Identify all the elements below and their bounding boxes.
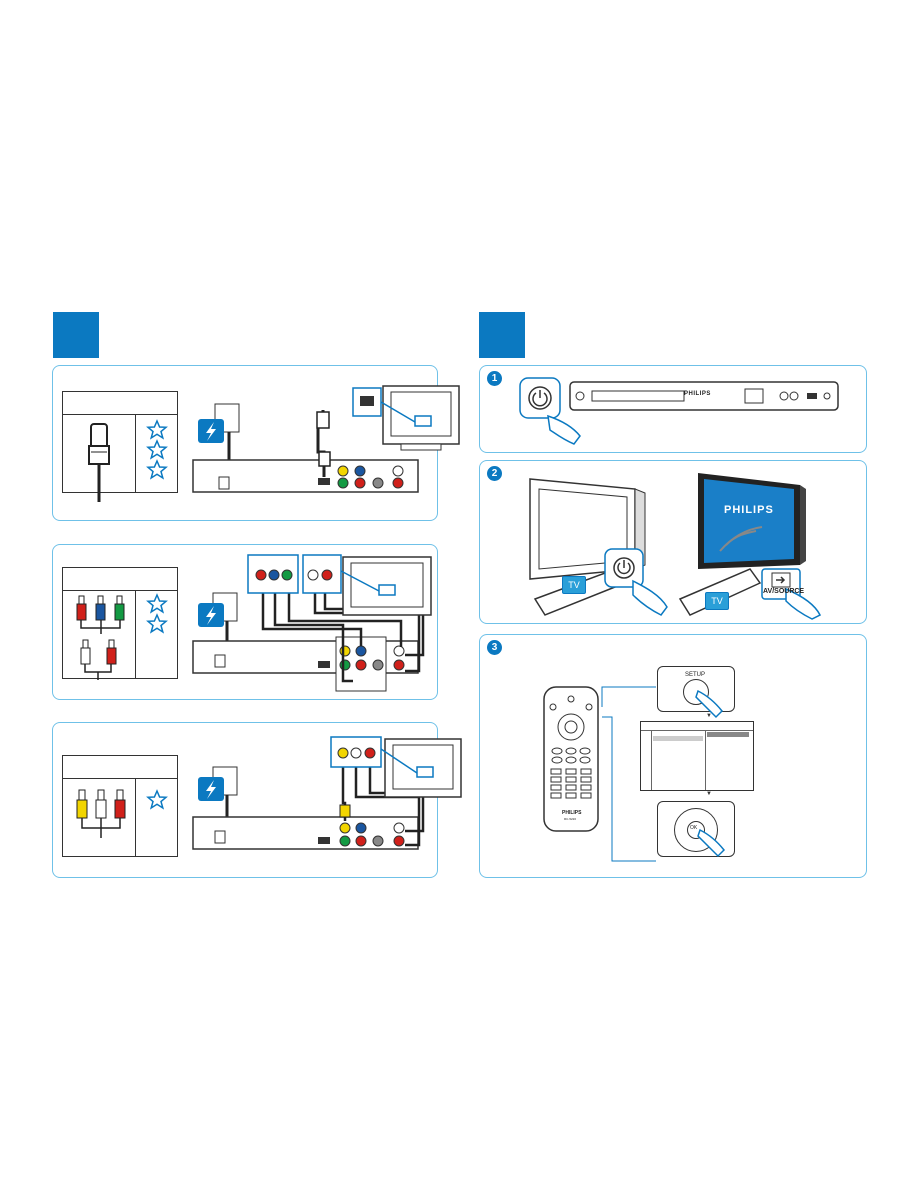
tv-button-badge: TV	[705, 592, 729, 610]
down-arrow-icon: ▼	[706, 791, 712, 797]
component-connection-diagram	[192, 554, 432, 692]
remote-control	[543, 686, 599, 832]
cable-option-composite	[62, 755, 178, 857]
power-press-illustration	[519, 377, 581, 445]
connection-panel-component	[52, 544, 438, 700]
dvd-player-front	[569, 381, 839, 411]
setup-step-3-panel: 3 PHILIPS RC-5220 SETUP ▼	[479, 634, 867, 878]
cable-option-header	[63, 568, 177, 591]
down-arrow-icon: ▼	[706, 713, 712, 719]
cable-option-header	[63, 392, 177, 415]
star-rating	[146, 593, 168, 634]
submenu-item-highlight	[707, 732, 749, 737]
cable-option-header	[63, 756, 177, 779]
ok-button-label: OK	[690, 825, 698, 831]
remote-brand-logo: PHILIPS	[562, 810, 582, 816]
setup-button-label: SETUP	[685, 672, 706, 678]
connection-panel-composite	[52, 722, 462, 878]
connector-lines	[601, 686, 656, 862]
tv-button-badge: TV	[562, 576, 586, 594]
menu-item-highlight	[653, 736, 703, 741]
setup-step-1-panel: 1 PHILIPS	[479, 365, 867, 453]
av-source-button-label: AV/SOURCE	[763, 588, 805, 595]
star-rating	[146, 789, 168, 810]
star-rating	[146, 419, 168, 480]
finger-icon	[697, 828, 726, 858]
setup-step-2-panel: 2 TV PHILIPS TV AV/SOURCE	[479, 460, 867, 624]
setup-menu-screen	[640, 721, 754, 791]
hdmi-plug-icon	[88, 423, 110, 502]
component-plug-icon	[76, 595, 125, 680]
ok-button-callout: OK	[657, 801, 735, 858]
setup-button[interactable]	[683, 679, 709, 705]
remote-model-label: RC-5220	[564, 817, 577, 821]
hdmi-connection-diagram	[192, 385, 460, 493]
tv-source-illustration	[678, 473, 822, 620]
brand-logo: PHILIPS	[724, 504, 774, 516]
step-number: 1	[487, 371, 502, 386]
finger-icon	[695, 689, 724, 719]
tv-power-illustration	[529, 478, 668, 616]
brand-logo: PHILIPS	[684, 391, 711, 397]
composite-plug-icon	[76, 789, 126, 838]
step-number: 3	[487, 640, 502, 655]
section-marker-setup	[479, 312, 525, 358]
step-number: 2	[487, 466, 502, 481]
setup-button-callout: SETUP	[657, 666, 735, 719]
ok-button[interactable]	[687, 821, 705, 839]
nav-ring[interactable]	[674, 808, 718, 852]
connection-panel-hdmi	[52, 365, 460, 521]
cable-option-component	[62, 567, 178, 680]
cable-option-hdmi	[62, 391, 178, 502]
section-marker-connect	[53, 312, 99, 358]
composite-connection-diagram	[192, 736, 462, 850]
